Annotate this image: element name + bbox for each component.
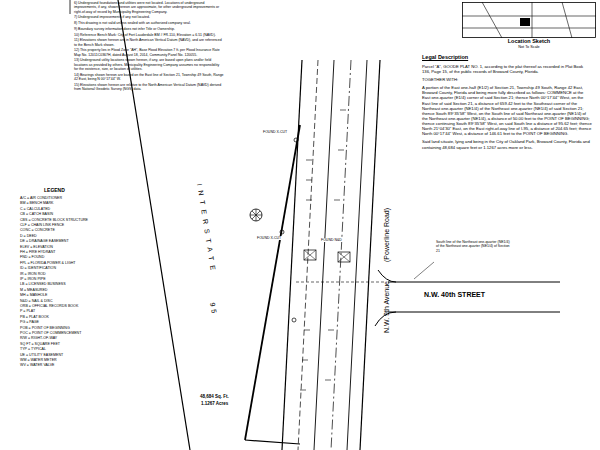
sketch-road — [482, 2, 502, 38]
street-name: N.W. 40th STREET — [424, 291, 485, 300]
survey-note: 15) Elevations shown hereon are relative… — [74, 83, 224, 92]
legend-entry: UE = UTILITY EASEMENT — [20, 353, 63, 357]
area-label: 48,684 Sq. Ft. — [200, 394, 229, 399]
sheet-border — [70, 0, 71, 14]
road-line — [298, 60, 318, 450]
legend-heading: LEGEND — [44, 187, 65, 193]
survey-monument — [292, 318, 296, 322]
legend-entry: CBS = CONCRETE BLOCK STRUCTURE — [20, 218, 88, 222]
road-centerline — [331, 60, 351, 450]
legend-entry: D = DEED — [20, 234, 37, 238]
legend-entry: PG = PAGE — [20, 320, 39, 324]
section-heading: Legal Description — [422, 54, 592, 61]
legend-entry: POB = POINT OF BEGINNING — [20, 326, 70, 330]
tick-mark — [325, 110, 346, 380]
highway-number: 95 — [208, 302, 219, 317]
legend-entry: C = CALCULATED — [20, 207, 50, 211]
legend-entry: LB = LICENSED BUSINESS — [20, 282, 66, 286]
scale-note: Not To Scale — [462, 45, 596, 50]
legend-entry: POC = POINT OF COMMENCEMENT — [20, 331, 81, 335]
monument-callout: FOUND N&D — [320, 238, 343, 242]
legend-entry: CONC = CONCRETE — [20, 228, 55, 232]
legend-entry: IR = IRON ROD — [20, 272, 46, 276]
sketch-border — [463, 3, 596, 38]
section-line — [296, 282, 386, 283]
legend-entry: DE = DRAINAGE EASEMENT — [20, 239, 69, 243]
survey-monument — [280, 230, 284, 234]
leader-line — [414, 262, 434, 279]
legend-entry: FH = FIRE HYDRANT — [20, 250, 55, 254]
legend-entry: IP = IRON PIPE — [20, 277, 46, 281]
tree-symbol — [250, 209, 262, 221]
legend-entry: N&D = NAIL & DISC — [20, 299, 53, 303]
area-label: 1.1267 Acres — [201, 401, 228, 406]
legend-entry: M = MEASURED — [20, 288, 47, 292]
road-line — [314, 60, 334, 450]
legend-entry: R/W = RIGHT-OF-WAY — [20, 336, 57, 340]
survey-note: 12) This property lies in Flood Zone "AH… — [74, 48, 224, 57]
survey-note: 8) This drawing is not valid unless seal… — [74, 21, 224, 25]
survey-note: 7) Underground improvements if any not l… — [74, 15, 224, 19]
sketch-road — [532, 2, 533, 38]
road-name: (Powerline Road) — [383, 208, 392, 262]
legal-text: A portion of the East one-half (E1/2) of… — [422, 85, 592, 136]
parcel-boundary — [245, 440, 300, 444]
section-line-callout: South line of the Northeast one-quarter … — [436, 240, 512, 253]
tick-mark — [300, 160, 312, 390]
road-line — [360, 60, 380, 450]
utility-box — [304, 250, 316, 260]
legend-entry: SQ FT = SQUARE FEET — [20, 342, 60, 346]
legend-entry: FPL = FLORIDA POWER & LIGHT — [20, 261, 75, 265]
legend-entry: WV = WATER VALVE — [20, 363, 55, 367]
location-sketch: Location SketchNot To Scale — [462, 2, 596, 49]
legend-entry: PB = PLAT BOOK — [20, 315, 49, 319]
sketch-site — [520, 18, 530, 26]
legend-entry: A/C = AIR CONDITIONER — [20, 196, 62, 200]
legend-entry: TYP = TYPICAL — [20, 347, 46, 351]
monument-callout: FOUND X-CUT — [256, 236, 282, 240]
street-line — [388, 282, 560, 283]
legal-text: Said land situate, lying and being in th… — [422, 139, 592, 149]
monument-callout: FOUND X-CUT — [262, 130, 288, 134]
survey-note: 10) Reference Bench Mark: City of Fort L… — [74, 33, 224, 37]
street-line — [388, 312, 560, 313]
sketch-title: Location Sketch — [462, 38, 596, 45]
sketch-road — [562, 2, 572, 38]
sketch-road — [462, 28, 596, 29]
curb-return — [378, 270, 396, 282]
road-line — [282, 60, 302, 450]
legend-entry: FND = FOUND — [20, 255, 44, 259]
parcel-boundary — [245, 125, 300, 440]
utility-box — [338, 252, 350, 262]
legal-text: TOGETHER WITH: — [422, 77, 592, 82]
survey-note: 13) Underground utility locations shown … — [74, 58, 224, 71]
legend-entry: CLF = CHAIN LINK FENCE — [20, 223, 64, 227]
legend-entry: ID = IDENTIFICATION — [20, 266, 56, 270]
road-name: N.W. 9th Avenue — [383, 281, 392, 333]
survey-note: 9) Boundary survey information does not … — [74, 27, 224, 31]
highway-name: INTERSTATE — [195, 183, 218, 276]
survey-note: 6) Underground foundations and utilities… — [74, 1, 224, 14]
tree-symbol — [250, 209, 262, 221]
sketch-road — [462, 16, 596, 17]
utility-box — [338, 252, 350, 262]
legend-entry: BM = BENCH MARK — [20, 201, 53, 205]
utility-box — [304, 250, 316, 260]
legal-text: Parcel "A", GOODE PLAT NO. 1, according … — [422, 64, 592, 74]
survey-note: 11) Elevations shown hereon are in North… — [74, 38, 224, 47]
legend-entry: WM = WATER METER — [20, 358, 57, 362]
legend-entry: MH = MANHOLE — [20, 293, 47, 297]
legend-entry: ELEV = ELEVATION — [20, 245, 53, 249]
sketch-map — [462, 2, 596, 38]
survey-monument — [294, 138, 298, 142]
legend-entry: P = PLAT — [20, 309, 35, 313]
legend-entry: ORB = OFFICIAL RECORDS BOOK — [20, 304, 78, 308]
survey-note: 14) Bearings shown hereon are based on t… — [74, 73, 224, 82]
legend-entry: CB = CATCH BASIN — [20, 212, 53, 216]
